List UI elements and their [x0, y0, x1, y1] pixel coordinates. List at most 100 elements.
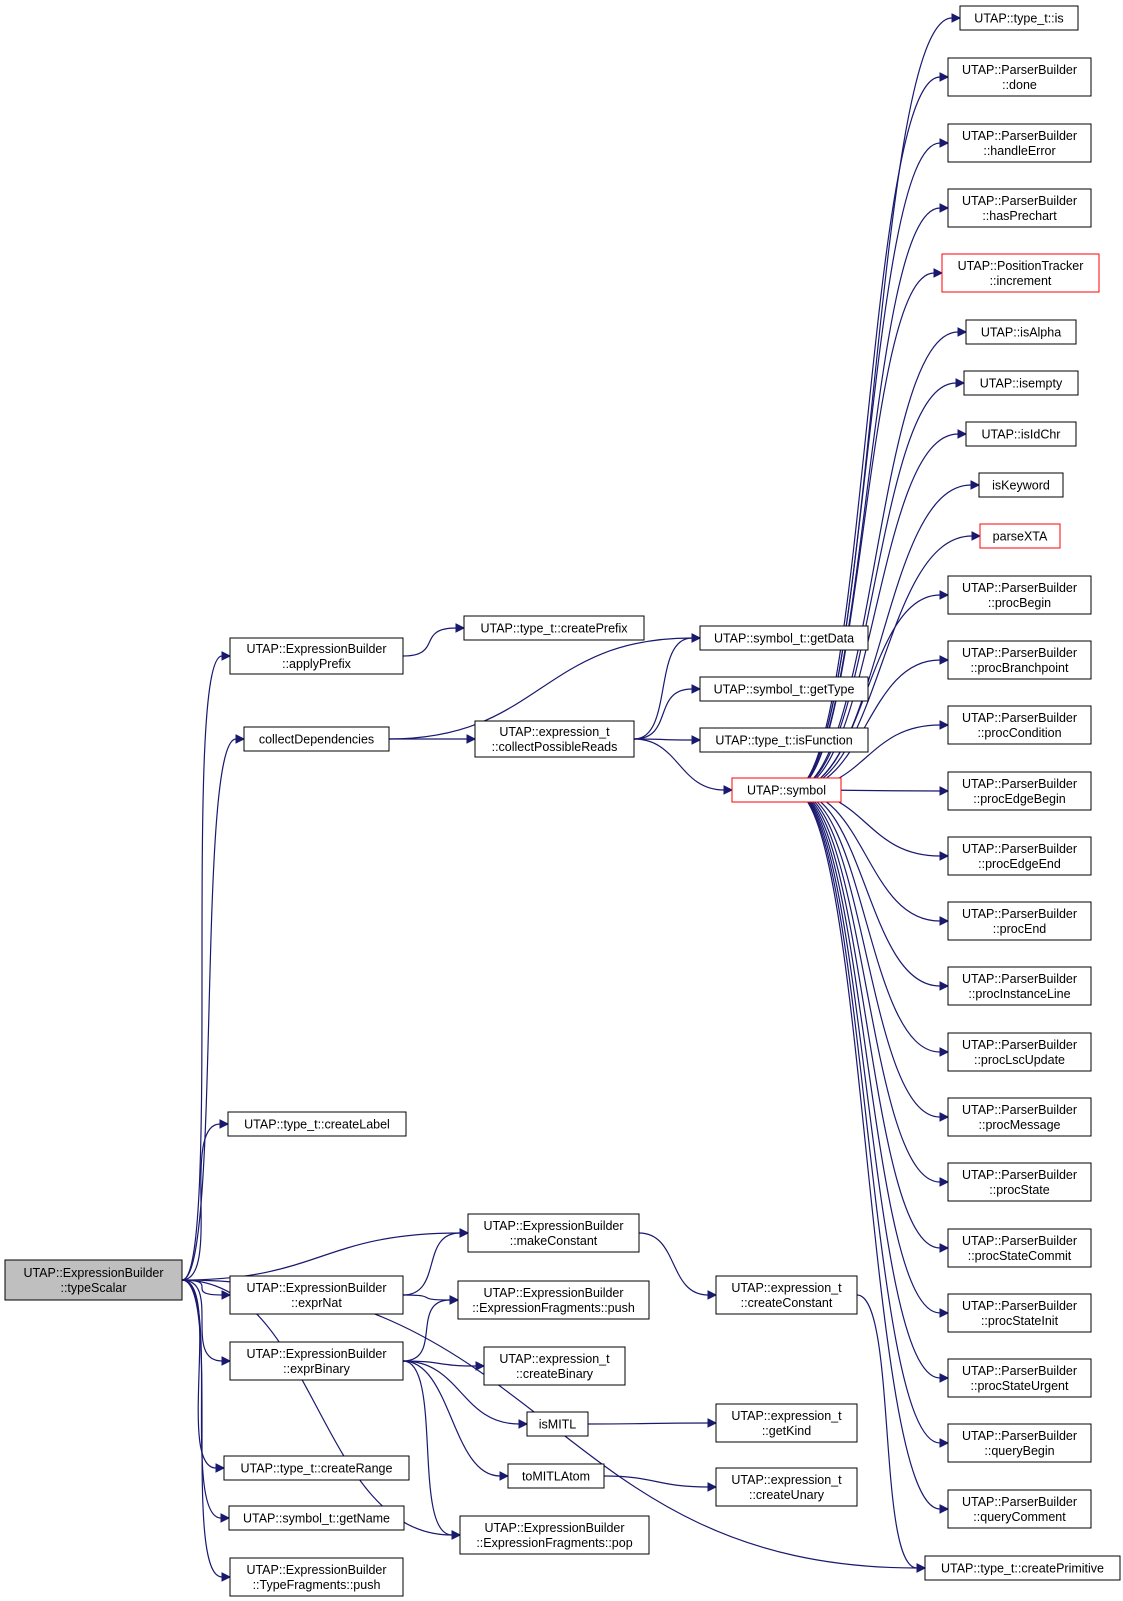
node-label: UTAP::ParserBuilder [962, 1038, 1077, 1052]
node-isIdChr[interactable]: UTAP::isIdChr [965, 421, 1077, 447]
arrowhead-icon [933, 268, 944, 278]
node-isMITL[interactable]: isMITL [526, 1411, 589, 1437]
node-queryComment[interactable]: UTAP::ParserBuilder::queryComment [947, 1489, 1092, 1529]
node-exprBinary[interactable]: UTAP::ExpressionBuilder::exprBinary [229, 1341, 404, 1381]
edge-line [791, 272, 935, 791]
node-procInstanceLine[interactable]: UTAP::ParserBuilder::procInstanceLine [947, 966, 1092, 1006]
node-createPrimitive[interactable]: UTAP::type_t::createPrimitive [924, 1555, 1121, 1581]
node-box [947, 1032, 1092, 1072]
edge-typeScalar-to-makeConstant [181, 1228, 470, 1281]
node-getKind[interactable]: UTAP::expression_t::getKind [715, 1403, 858, 1443]
node-procEdgeBegin[interactable]: UTAP::ParserBuilder::procEdgeBegin [947, 771, 1092, 811]
node-label: ::ExpressionFragments::push [472, 1301, 635, 1315]
node-createLabel[interactable]: UTAP::type_t::createLabel [227, 1111, 407, 1137]
edge-line [603, 1475, 709, 1488]
node-toMITLAtom[interactable]: toMITLAtom [507, 1463, 605, 1489]
edge-line [402, 1232, 461, 1296]
node-box [947, 771, 1092, 811]
node-label: UTAP::ExpressionBuilder [246, 1563, 386, 1577]
node-procCondition[interactable]: UTAP::ParserBuilder::procCondition [947, 705, 1092, 745]
arrowhead-icon [916, 1563, 927, 1573]
edge-collectDependencies-to-collectPossibleReads [389, 734, 477, 744]
arrowhead-icon [939, 1112, 950, 1122]
node-isAlpha[interactable]: UTAP::isAlpha [965, 319, 1077, 345]
node-box [924, 1555, 1121, 1581]
node-getName[interactable]: UTAP::symbol_t::getName [228, 1505, 405, 1531]
arrowhead-icon [707, 1482, 718, 1492]
node-label: ::procInstanceLine [968, 987, 1070, 1001]
node-symbol[interactable]: UTAP::symbol [731, 777, 842, 803]
node-procBranchpoint[interactable]: UTAP::ParserBuilder::procBranchpoint [947, 640, 1092, 680]
arrowhead-icon [939, 1504, 950, 1514]
node-queryBegin[interactable]: UTAP::ParserBuilder::queryBegin [947, 1423, 1092, 1463]
node-createBinary[interactable]: UTAP::expression_t::createBinary [483, 1346, 626, 1386]
node-label: UTAP::ParserBuilder [962, 1429, 1077, 1443]
node-label: UTAP::symbol_t::getType [714, 683, 855, 697]
node-procBegin[interactable]: UTAP::ParserBuilder::procBegin [947, 575, 1092, 615]
arrowhead-icon [459, 1228, 470, 1238]
node-makeConstant[interactable]: UTAP::ExpressionBuilder::makeConstant [467, 1213, 640, 1253]
node-box [947, 1097, 1092, 1137]
edge-makeConstant-to-createConstant [638, 1232, 718, 1300]
node-box [243, 726, 390, 752]
node-createUnary[interactable]: UTAP::expression_t::createUnary [715, 1467, 858, 1507]
arrowhead-icon [939, 1243, 950, 1253]
node-procStateInit[interactable]: UTAP::ParserBuilder::procStateInit [947, 1293, 1092, 1333]
node-procMessage[interactable]: UTAP::ParserBuilder::procMessage [947, 1097, 1092, 1137]
node-exprNat[interactable]: UTAP::ExpressionBuilder::exprNat [229, 1275, 404, 1315]
node-getType[interactable]: UTAP::symbol_t::getType [699, 676, 869, 702]
node-procEdgeEnd[interactable]: UTAP::ParserBuilder::procEdgeEnd [947, 836, 1092, 876]
node-increment[interactable]: UTAP::PositionTracker::increment [941, 253, 1100, 293]
node-tfPush[interactable]: UTAP::ExpressionBuilder::TypeFragments::… [229, 1557, 404, 1597]
node-done[interactable]: UTAP::ParserBuilder::done [947, 57, 1092, 97]
arrowhead-icon [221, 1356, 232, 1366]
node-box [965, 421, 1077, 447]
node-isKeyword[interactable]: isKeyword [978, 472, 1064, 498]
node-procEnd[interactable]: UTAP::ParserBuilder::procEnd [947, 901, 1092, 941]
edge-typeScalar-to-collectDependencies [181, 734, 246, 1281]
node-typeScalar[interactable]: UTAP::ExpressionBuilder::typeScalar [4, 1259, 183, 1301]
node-collectDependencies[interactable]: collectDependencies [243, 726, 390, 752]
node-label: UTAP::ParserBuilder [962, 1168, 1077, 1182]
node-label: UTAP::ParserBuilder [962, 907, 1077, 921]
node-box [947, 188, 1092, 228]
node-efPop[interactable]: UTAP::ExpressionBuilder::ExpressionFragm… [459, 1515, 650, 1555]
node-label: UTAP::expression_t [499, 1352, 610, 1366]
node-createRange[interactable]: UTAP::type_t::createRange [223, 1455, 410, 1481]
edge-typeScalar-to-getName [181, 1279, 231, 1523]
node-isempty[interactable]: UTAP::isempty [963, 370, 1079, 396]
node-label: UTAP::ParserBuilder [962, 1234, 1077, 1248]
node-label: UTAP::expression_t [731, 1409, 842, 1423]
arrowhead-icon [707, 1418, 718, 1428]
node-parseXTA[interactable]: parseXTA [979, 523, 1061, 549]
arrowhead-icon [451, 1530, 462, 1540]
edge-exprNat-to-makeConstant [402, 1228, 470, 1296]
edge-symbol-to-parseXTA [791, 531, 982, 791]
node-box [229, 1341, 404, 1381]
edge-line [181, 1279, 223, 1362]
edge-symbol-to-procStateInit [791, 789, 950, 1318]
node-label: UTAP::ExpressionBuilder [246, 1347, 386, 1361]
node-procStateCommit[interactable]: UTAP::ParserBuilder::procStateCommit [947, 1228, 1092, 1268]
edge-line [791, 433, 959, 791]
node-procStateUrgent[interactable]: UTAP::ParserBuilder::procStateUrgent [947, 1358, 1092, 1398]
node-applyPrefix[interactable]: UTAP::ExpressionBuilder::applyPrefix [229, 637, 404, 675]
node-handleError[interactable]: UTAP::ParserBuilder::handleError [947, 123, 1092, 163]
edge-line [791, 789, 941, 1053]
node-layer: UTAP::ExpressionBuilder::typeScalarUTAP:… [4, 5, 1121, 1597]
node-collectPossibleReads[interactable]: UTAP::expression_t::collectPossibleReads [474, 720, 635, 758]
arrowhead-icon [221, 651, 232, 661]
node-type_is[interactable]: UTAP::type_t::is [959, 5, 1079, 31]
node-hasPrechart[interactable]: UTAP::ParserBuilder::hasPrechart [947, 188, 1092, 228]
arrowhead-icon [691, 633, 702, 643]
edge-line [181, 738, 237, 1281]
node-procLscUpdate[interactable]: UTAP::ParserBuilder::procLscUpdate [947, 1032, 1092, 1072]
node-createPrefix[interactable]: UTAP::type_t::createPrefix [463, 615, 645, 641]
node-procState[interactable]: UTAP::ParserBuilder::procState [947, 1162, 1092, 1202]
node-label: UTAP::ExpressionBuilder [483, 1219, 623, 1233]
node-createConstant[interactable]: UTAP::expression_t::createConstant [715, 1275, 858, 1315]
node-isFunction[interactable]: UTAP::type_t::isFunction [699, 727, 869, 753]
node-efPush[interactable]: UTAP::ExpressionBuilder::ExpressionFragm… [457, 1280, 650, 1320]
edge-typeScalar-to-tfPush [181, 1279, 232, 1582]
node-getData[interactable]: UTAP::symbol_t::getData [699, 625, 869, 651]
